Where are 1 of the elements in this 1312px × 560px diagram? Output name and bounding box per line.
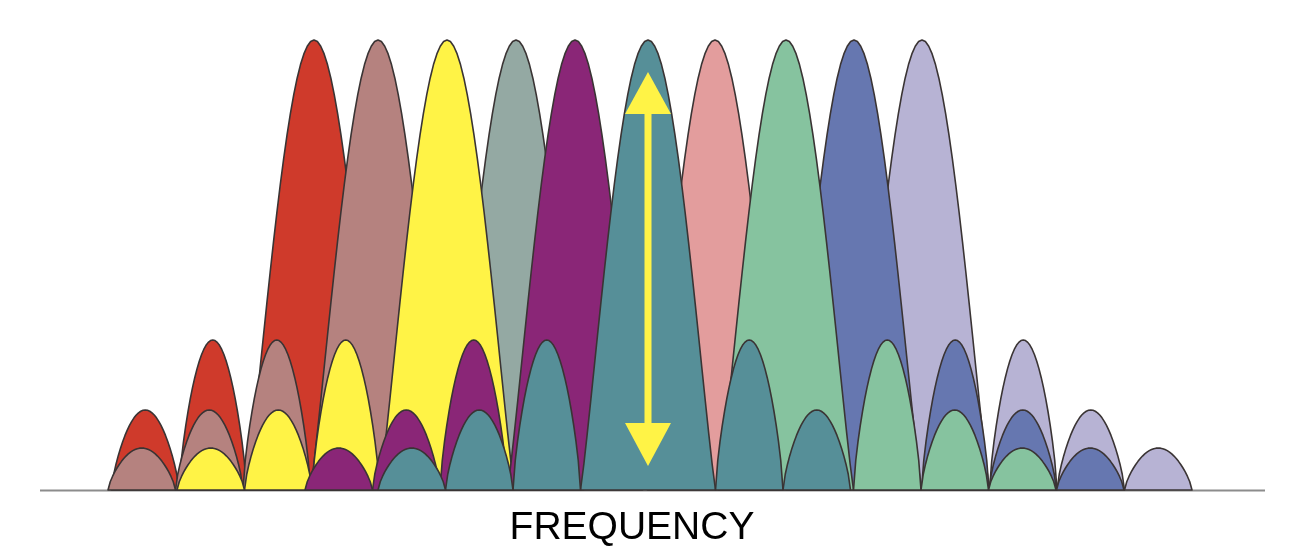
- axis-label: FREQUENCY: [509, 503, 755, 549]
